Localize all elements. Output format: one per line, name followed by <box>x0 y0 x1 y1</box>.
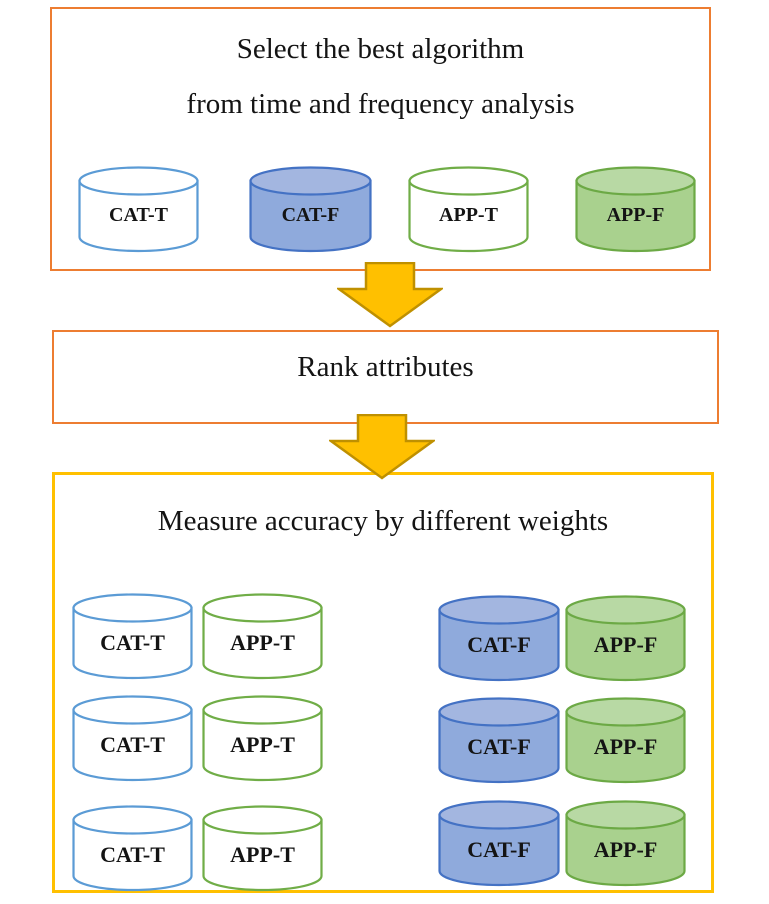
cylinder-cat-t: CAT-T <box>78 166 199 253</box>
database-cylinder-icon <box>438 595 560 682</box>
cylinder-app-t-row2: APP-T <box>202 695 323 782</box>
cylinder-label: CAT-F <box>281 204 340 226</box>
cylinder-app-t-row1: APP-T <box>202 593 323 680</box>
step1-title-line2: from time and frequency analysis <box>186 88 575 120</box>
database-cylinder-icon <box>202 695 323 782</box>
cylinder-cat-f-row2: CAT-F <box>438 697 560 784</box>
database-cylinder-icon <box>438 697 560 784</box>
cylinder-label: APP-F <box>593 733 658 759</box>
cylinder-label: CAT-F <box>467 836 531 862</box>
cylinder-label: APP-F <box>593 836 658 862</box>
cylinder-label: CAT-T <box>100 731 165 757</box>
database-cylinder-icon <box>72 695 193 782</box>
database-cylinder-icon <box>565 697 686 784</box>
cylinder-cat-f: CAT-F <box>249 166 372 253</box>
cylinder-label: APP-T <box>230 629 295 655</box>
down-arrow-icon <box>337 262 443 328</box>
cylinder-cat-f-row3: CAT-F <box>438 800 560 887</box>
database-cylinder-icon <box>575 166 696 253</box>
cylinder-app-t: APP-T <box>408 166 529 253</box>
down-arrow-icon <box>329 414 435 480</box>
database-cylinder-icon <box>72 805 193 892</box>
cylinder-app-t-row3: APP-T <box>202 805 323 892</box>
cylinder-label: CAT-F <box>467 631 531 657</box>
database-cylinder-icon <box>565 800 686 887</box>
cylinder-app-f: APP-F <box>575 166 696 253</box>
cylinder-app-f-row1: APP-F <box>565 595 686 682</box>
step1-title-line1: Select the best algorithm <box>236 33 525 65</box>
cylinder-label: APP-T <box>439 204 498 226</box>
step3-title: Measure accuracy by different weights <box>157 505 609 537</box>
database-cylinder-icon <box>202 805 323 892</box>
cylinder-cat-t-row1: CAT-T <box>72 593 193 680</box>
database-cylinder-icon <box>249 166 372 253</box>
cylinder-cat-t-row2: CAT-T <box>72 695 193 782</box>
database-cylinder-icon <box>78 166 199 253</box>
database-cylinder-icon <box>565 595 686 682</box>
database-cylinder-icon <box>72 593 193 680</box>
cylinder-app-f-row2: APP-F <box>565 697 686 784</box>
cylinder-cat-f-row1: CAT-F <box>438 595 560 682</box>
cylinder-label: CAT-F <box>467 733 531 759</box>
cylinder-app-f-row3: APP-F <box>565 800 686 887</box>
cylinder-label: CAT-T <box>100 841 165 867</box>
database-cylinder-icon <box>202 593 323 680</box>
cylinder-label: CAT-T <box>109 204 168 226</box>
cylinder-label: APP-F <box>593 631 658 657</box>
cylinder-label: APP-T <box>230 841 295 867</box>
database-cylinder-icon <box>438 800 560 887</box>
cylinder-label: APP-T <box>230 731 295 757</box>
step2-title: Rank attributes <box>297 351 474 383</box>
cylinder-cat-t-row3: CAT-T <box>72 805 193 892</box>
cylinder-label: APP-F <box>606 204 665 226</box>
cylinder-label: CAT-T <box>100 629 165 655</box>
database-cylinder-icon <box>408 166 529 253</box>
